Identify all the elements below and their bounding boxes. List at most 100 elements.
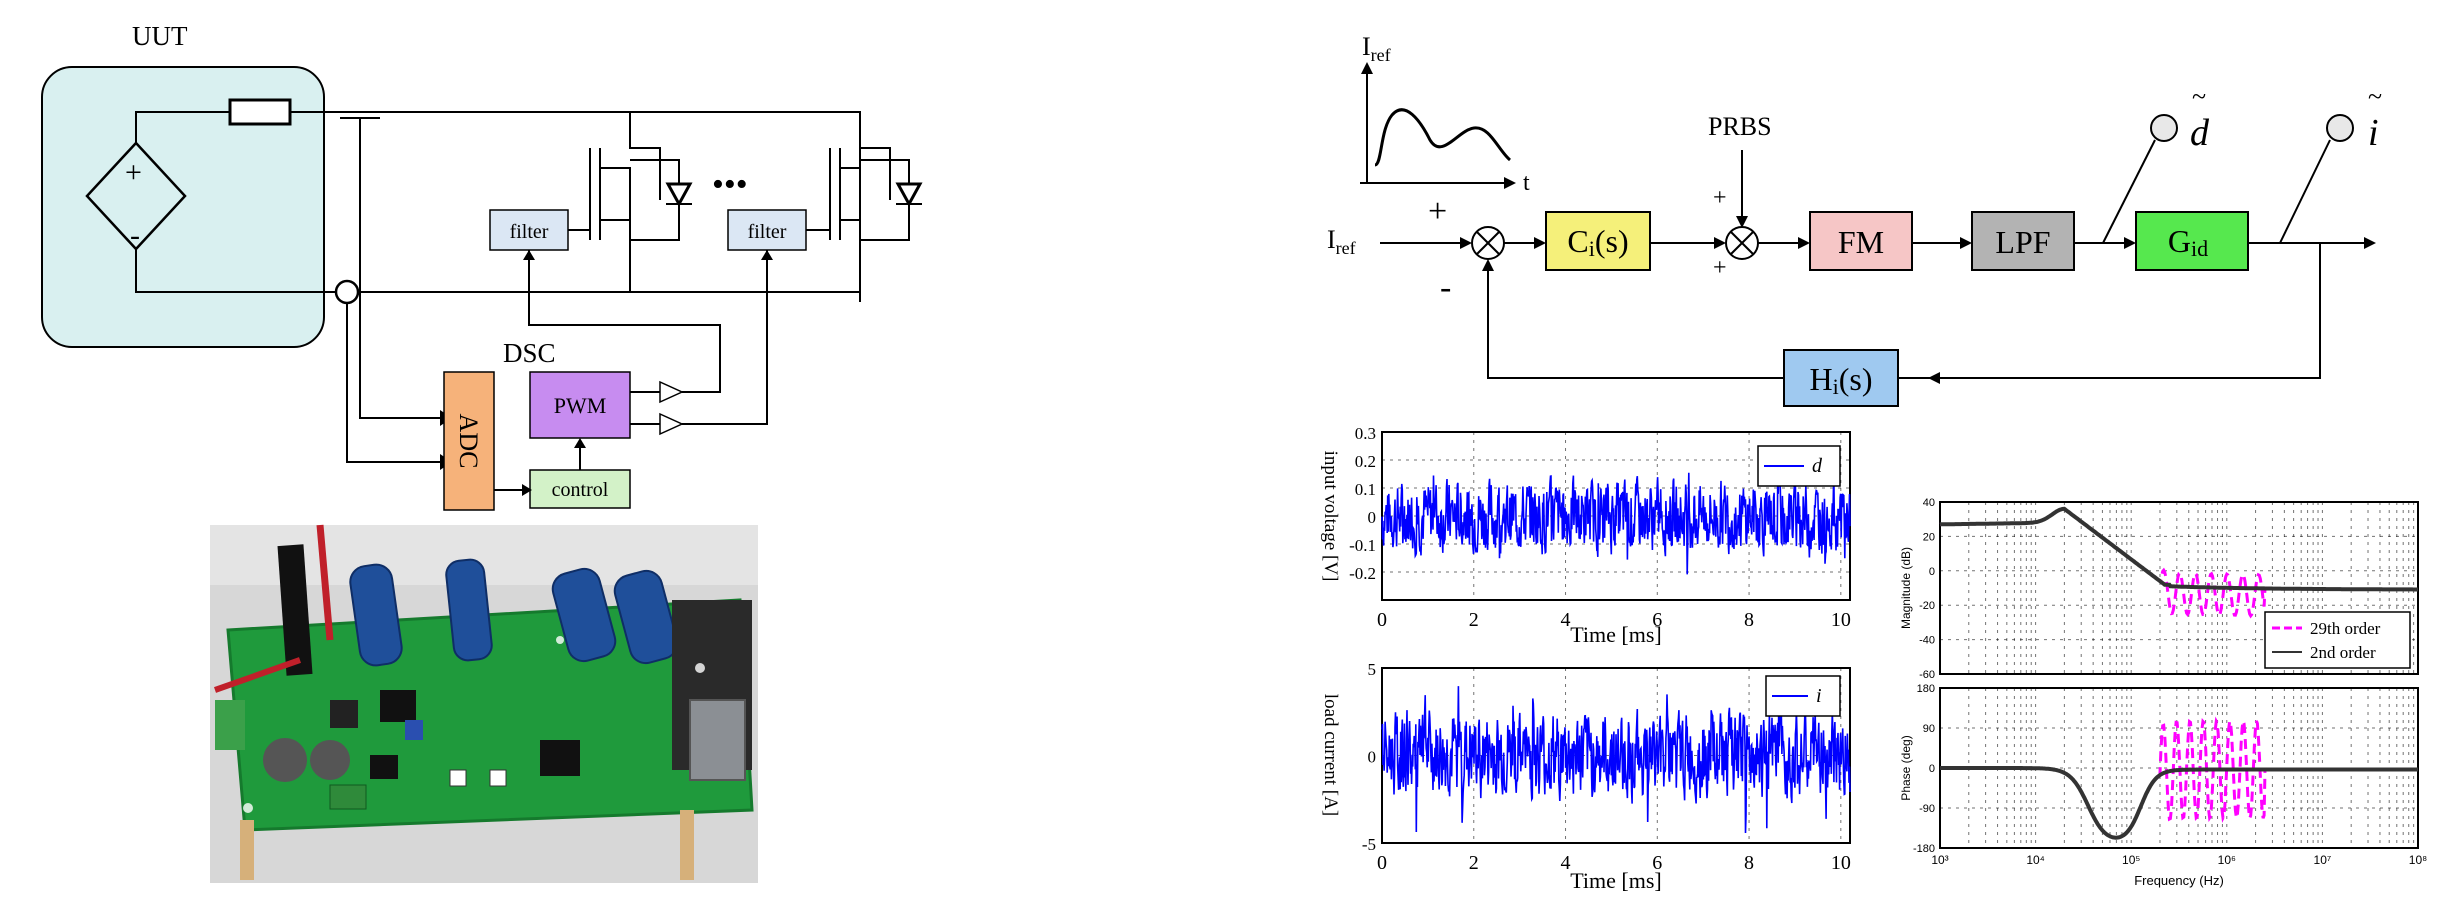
chart2-ytick-label: -40 — [1919, 635, 1935, 647]
chart1-series-i — [1381, 686, 1851, 834]
ground-node — [334, 279, 360, 305]
chart1-ytick-label: 5 — [1368, 660, 1377, 679]
t-label: t — [1523, 170, 1530, 196]
chart0-series-d — [1381, 472, 1851, 575]
chart1-xtick-label: 8 — [1744, 852, 1754, 874]
chart3-series-2nd-order — [1940, 766, 2418, 840]
chart3-xtick-label: 10⁵ — [2122, 853, 2140, 867]
chart1-legend-label: i — [1816, 685, 1822, 707]
chart3-xtick-label: 10⁷ — [2314, 853, 2332, 867]
sum-minus: - — [1440, 269, 1451, 306]
source-minus: - — [130, 219, 140, 252]
hi-label: Hi(s) — [1810, 361, 1873, 399]
chart1-ytick-label: -5 — [1362, 835, 1376, 854]
chart2-ytick-label: 40 — [1923, 497, 1935, 509]
probe-i — [2326, 114, 2354, 142]
adc-block — [443, 371, 495, 511]
chart1-xtick-label: 6 — [1652, 852, 1662, 874]
probe-d-label: d — [2190, 112, 2210, 154]
lpf-block — [1971, 211, 2075, 271]
hi-block — [1783, 349, 1899, 407]
iref-plot-label: Iref — [1362, 32, 1391, 65]
gid-block — [2135, 211, 2249, 271]
iref-input-label: Iref — [1327, 225, 1356, 258]
chart0-ytick-label: 0.3 — [1355, 424, 1376, 443]
prbs-label: PRBS — [1708, 112, 1772, 141]
chart1-ytick-label: 0 — [1368, 748, 1377, 767]
chart2-series-2nd-order — [1939, 506, 2418, 592]
chart2-legend-label-2: 2nd order — [2310, 643, 2376, 662]
probe-i-tilde: ~ — [2368, 82, 2382, 111]
chart3-ytick-label: -90 — [1919, 803, 1935, 815]
phase-chart: 180 90 0 -90 -180 10³ 10⁴ 10⁵ 10⁶ 10⁷ 10⁸ Phase (… — [1899, 683, 2427, 888]
chart3-ytick-label: 90 — [1923, 723, 1935, 735]
source-plus: + — [125, 156, 142, 189]
ci-block — [1545, 211, 1651, 271]
chart3-xlabel: Frequency (Hz) — [2134, 873, 2224, 888]
chart0-xtick-label: 2 — [1469, 609, 1479, 631]
chart3-series-29th-order — [1940, 715, 2418, 840]
filter-label-1: filter — [510, 221, 549, 243]
control-block-diagram: Iref t Iref + - Ci(s) PRBS + + FM — [1327, 32, 2382, 407]
chart2-ytick-label: 0 — [1929, 566, 1935, 578]
prbs-plus-top: + — [1713, 185, 1727, 211]
chart3-xtick-label: 10³ — [1931, 853, 1948, 867]
chart1-xtick-label: 10 — [1831, 852, 1851, 874]
chart0-xtick-label: 0 — [1377, 609, 1387, 631]
circuit-schematic: UUT + - ••• filter — [41, 21, 923, 511]
dsc-label: DSC — [503, 338, 556, 368]
chart1-xlabel: Time [ms] — [1570, 868, 1661, 893]
chart0-xtick-label: 4 — [1561, 609, 1571, 631]
probe-d — [2150, 114, 2178, 142]
chart3-xtick-label: 10⁶ — [2218, 853, 2236, 867]
pwm-label: PWM — [554, 393, 607, 418]
probe-d-tilde: ~ — [2192, 82, 2206, 111]
chart1-xtick-label: 4 — [1561, 852, 1571, 874]
chart0-legend-label: d — [1812, 455, 1823, 477]
chart2-legend — [2264, 611, 2411, 669]
chart0-ylabel: input voltage [V] — [1320, 451, 1341, 582]
chart3-xtick-label: 10⁸ — [2409, 853, 2427, 867]
chart0-xtick-label: 6 — [1652, 609, 1662, 631]
ci-label: Ci(s) — [1567, 223, 1628, 261]
chart3-ytick-label: 0 — [1929, 763, 1935, 775]
pcb-photo — [210, 524, 758, 883]
chart0-xtick-label: 8 — [1744, 609, 1754, 631]
chart0-ytick-label: 0.1 — [1355, 480, 1376, 499]
chart3-ytick-label: 180 — [1917, 683, 1935, 695]
chart2-series-29th-order — [1939, 507, 2418, 619]
chart3-xtick-label: 10⁴ — [2026, 853, 2045, 867]
gate-driver-2 — [659, 412, 684, 436]
chart1-xtick-label: 2 — [1469, 852, 1479, 874]
lpf-label: LPF — [1995, 224, 2050, 260]
chart1-xtick-label: 0 — [1377, 852, 1387, 874]
fm-label: FM — [1838, 224, 1884, 260]
chart0-ytick-label: -0.1 — [1349, 536, 1376, 555]
gate-driver-1 — [659, 380, 684, 404]
input-voltage-chart: 0.3 0.2 0.1 0 -0.1 -0.2 0 2 4 6 8 10 input voltage… — [1320, 424, 1851, 647]
chart3-ylabel: Phase (deg) — [1899, 735, 1913, 800]
filter-label-2: filter — [748, 221, 787, 243]
chart2-ytick-label: -60 — [1919, 669, 1935, 681]
fm-block — [1809, 211, 1913, 271]
uut-resistor — [228, 98, 292, 126]
chart1-ylabel: load current [A] — [1320, 694, 1341, 816]
probe-i-label: i — [2368, 112, 2379, 154]
chart0-ytick-label: 0 — [1368, 508, 1377, 527]
chart2-ylabel: Magnitude (dB) — [1899, 547, 1913, 629]
sum-plus: + — [1428, 193, 1447, 230]
chart0-xtick-label: 10 — [1831, 609, 1851, 631]
chart3-ytick-label: -180 — [1913, 843, 1935, 855]
chart0-xlabel: Time [ms] — [1570, 622, 1661, 647]
chart0-ytick-label: -0.2 — [1349, 564, 1376, 583]
adc-label: ADC — [454, 414, 483, 469]
prbs-plus-bottom: + — [1713, 255, 1727, 281]
chart2-ytick-label: 20 — [1923, 531, 1935, 543]
uut-label: UUT — [132, 21, 188, 51]
chart0-ytick-label: 0.2 — [1355, 452, 1376, 471]
uut-box — [41, 66, 325, 348]
control-label: control — [552, 479, 609, 501]
gid-label: Gid — [2168, 223, 2208, 261]
